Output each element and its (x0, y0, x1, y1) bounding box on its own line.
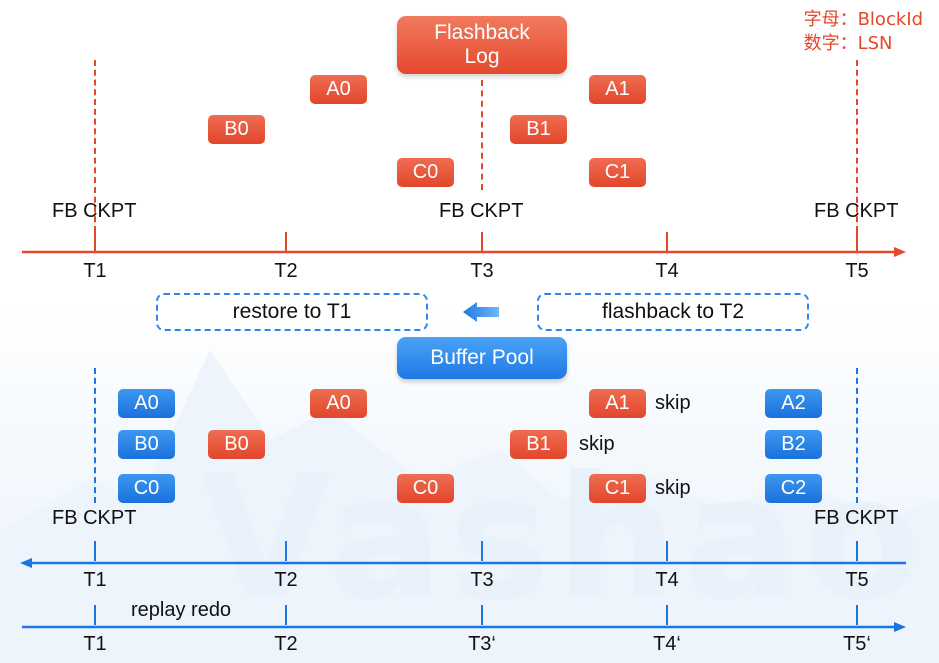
legend-letters: 字母：BlockId (803, 9, 923, 30)
bottom-tick-t2 (285, 541, 287, 561)
buffer-pool-block: A0 (310, 389, 367, 418)
checkpoint-guide-t3 (481, 80, 483, 190)
flashback-log-block: C1 (589, 158, 646, 187)
replay-time-label: T4‘ (653, 633, 681, 655)
left-arrow-icon (463, 302, 499, 322)
flashback-log-block: B1 (510, 115, 567, 144)
skip-label-b1: skip (579, 433, 615, 455)
replay-timeline-axis (22, 622, 906, 632)
bp-checkpoint-label-t5: FB CKPT (814, 507, 899, 529)
buffer-pool-block: A0 (118, 389, 175, 418)
top-timeline-axis (22, 247, 906, 257)
top-time-label: T3 (470, 260, 494, 282)
buffer-pool-block: A1 (589, 389, 646, 418)
bottom-tick-t4 (666, 541, 668, 561)
top-time-label: T1 (83, 260, 107, 282)
top-time-label: T5 (845, 260, 869, 282)
flashback-log-block: A1 (589, 75, 646, 104)
replay-time-label: T5‘ (843, 633, 871, 655)
flashback-operation-label: flashback to T2 (601, 300, 745, 323)
bp-checkpoint-guide-t5 (856, 368, 858, 503)
bp-checkpoint-label-t1: FB CKPT (52, 507, 137, 529)
top-tick-t2 (285, 232, 287, 252)
top-tick-t3 (481, 232, 483, 252)
bottom-time-label: T4 (655, 569, 679, 591)
replay-tick-t2 (285, 605, 287, 625)
top-tick-t5 (856, 232, 858, 252)
checkpoint-label-t5: FB CKPT (814, 200, 899, 222)
buffer-pool-block: B1 (510, 430, 567, 459)
replay-redo-label: replay redo (131, 599, 232, 621)
flashback-log-title: Flashback Log (397, 16, 567, 74)
restore-operation-label: restore to T1 (232, 300, 352, 323)
replay-tick-t4 (666, 605, 668, 625)
buffer-pool-title-text: Buffer Pool (430, 346, 534, 369)
checkpoint-guide-t5 (856, 60, 858, 232)
replay-time-label: T3‘ (468, 633, 496, 655)
flashback-log-title-text: Flashback Log (434, 21, 530, 68)
top-time-label: T2 (274, 260, 298, 282)
legend: 字母：BlockId 数字：LSN (804, 8, 923, 56)
top-tick-t1 (94, 232, 96, 252)
skip-label-c1: skip (655, 477, 691, 499)
buffer-pool-block: C0 (118, 474, 175, 503)
buffer-pool-block: C0 (397, 474, 454, 503)
restore-operation-box: restore to T1 (156, 293, 428, 331)
flashback-log-block: C0 (397, 158, 454, 187)
flashback-log-block: B0 (208, 115, 265, 144)
replay-tick-t1 (94, 605, 96, 625)
replay-time-label: T1 (83, 633, 107, 655)
checkpoint-label-t1: FB CKPT (52, 200, 137, 222)
legend-numbers: 数字：LSN (803, 33, 893, 54)
bottom-time-label: T2 (274, 569, 298, 591)
bottom-tick-t5 (856, 541, 858, 561)
flashback-log-block: A0 (310, 75, 367, 104)
bottom-time-label: T1 (83, 569, 107, 591)
bottom-tick-t1 (94, 541, 96, 561)
buffer-pool-block: C2 (765, 474, 822, 503)
buffer-pool-block: C1 (589, 474, 646, 503)
flashback-operation-box: flashback to T2 (537, 293, 809, 331)
skip-label-a1: skip (655, 392, 691, 414)
bottom-tick-t3 (481, 541, 483, 561)
top-time-label: T4 (655, 260, 679, 282)
checkpoint-label-t3: FB CKPT (439, 200, 524, 222)
buffer-pool-block: B0 (208, 430, 265, 459)
bottom-time-label: T5 (845, 569, 869, 591)
buffer-pool-title: Buffer Pool (397, 337, 567, 379)
replay-time-label: T2 (274, 633, 298, 655)
checkpoint-guide-t1 (94, 60, 96, 232)
bp-checkpoint-guide-t1 (94, 368, 96, 503)
top-tick-t4 (666, 232, 668, 252)
buffer-pool-block: A2 (765, 389, 822, 418)
replay-tick-t3 (481, 605, 483, 625)
watermark-text: Vashao (200, 440, 927, 638)
bottom-timeline-axis (20, 558, 906, 568)
buffer-pool-block: B2 (765, 430, 822, 459)
replay-tick-t5 (856, 605, 858, 625)
buffer-pool-block: B0 (118, 430, 175, 459)
bottom-time-label: T3 (470, 569, 494, 591)
